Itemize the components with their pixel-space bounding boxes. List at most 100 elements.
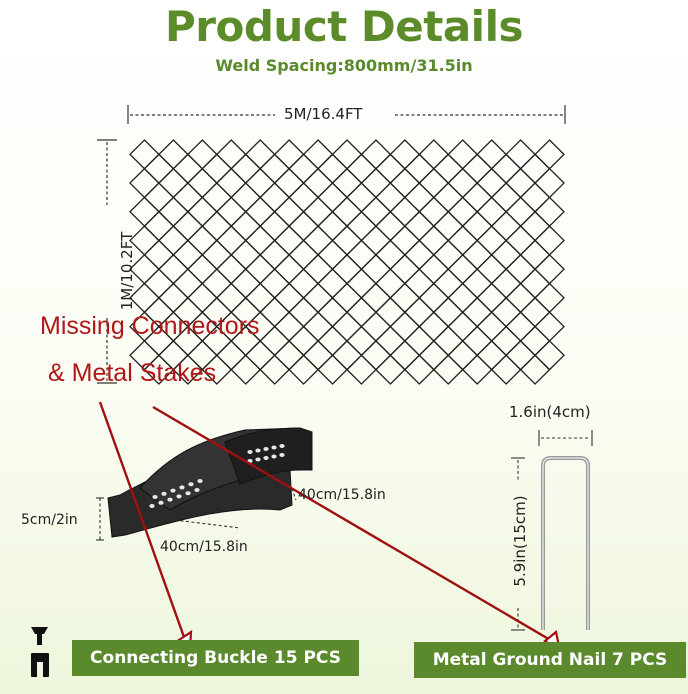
buckle-hole [149, 504, 155, 508]
mesh-cell [302, 340, 334, 371]
buckle-hole [161, 491, 167, 496]
buckle-hole [176, 494, 182, 499]
mesh-cell [346, 182, 377, 213]
mesh-cell [244, 167, 276, 199]
mesh-cell [432, 153, 464, 184]
mesh-cell [432, 268, 464, 299]
mesh-cell [186, 253, 218, 285]
mesh-cell [143, 268, 175, 299]
mesh-cell [519, 210, 551, 242]
mesh-cell [317, 153, 348, 184]
mesh-cell [158, 282, 189, 314]
mesh-cell [519, 239, 551, 271]
mesh-height-label: 1M/10.2FT [118, 231, 136, 311]
buckle-hole [279, 444, 285, 448]
mesh-cell [201, 182, 233, 213]
connector-icon [31, 627, 49, 677]
mesh-cell [302, 167, 334, 199]
buckle-hole [170, 488, 176, 493]
mesh-width-label: 5M/16.4FT [280, 105, 367, 123]
mesh-cell [519, 268, 551, 299]
mesh-cell [476, 167, 508, 199]
mesh-cell [346, 354, 377, 385]
mesh-cell [375, 325, 406, 357]
mesh-cell [244, 196, 276, 228]
mesh-cell [215, 139, 247, 170]
mesh-cell [317, 354, 348, 385]
mesh-cell [273, 196, 305, 228]
mesh-cell [519, 182, 551, 213]
mesh-cell [172, 239, 204, 271]
mesh-cell [375, 239, 406, 271]
mesh-cell [273, 167, 305, 199]
mesh-cell [461, 268, 493, 299]
mesh-cell [534, 282, 565, 314]
mesh-cell [259, 210, 291, 242]
mesh-cell [389, 139, 421, 170]
mesh-cell [447, 139, 479, 170]
mesh-cell [476, 282, 508, 314]
buckle-hole [279, 453, 285, 457]
mesh-cell [172, 210, 204, 242]
mesh-cell [317, 325, 348, 357]
mesh-cell [360, 225, 392, 256]
mesh-cell [375, 210, 406, 242]
mesh-cell [476, 311, 508, 342]
mesh-cell [375, 354, 406, 385]
mesh-cell [143, 210, 175, 242]
mesh-cell [158, 253, 189, 285]
mesh-cell [418, 340, 450, 371]
mesh-cell [505, 282, 536, 314]
mesh-cell [273, 253, 305, 285]
mesh-cell [432, 325, 464, 357]
buckle-hole [197, 479, 203, 483]
mesh-height-dimension [97, 139, 117, 384]
missing-parts-note-line2: & Metal Stakes [48, 359, 217, 387]
mesh-cell [230, 354, 262, 385]
buckle-hole [271, 445, 277, 450]
stake-dimensions [511, 430, 593, 631]
mesh-cell [534, 225, 565, 256]
buckle-hole [185, 491, 191, 496]
mesh-cell [490, 153, 522, 184]
geogrid-mesh [129, 139, 565, 385]
mesh-cell [389, 253, 421, 285]
mesh-cell [215, 282, 247, 314]
buckle-hole [179, 485, 185, 490]
buckle-length-label-bottom: 40cm/15.8in [160, 539, 248, 555]
mesh-cell [129, 167, 160, 199]
mesh-cell [273, 282, 305, 314]
mesh-cell [360, 196, 392, 228]
mesh-cell [403, 239, 435, 271]
mesh-cell [317, 182, 348, 213]
buckle-hole [255, 448, 261, 453]
mesh-cell [259, 325, 291, 357]
mesh-cell [158, 196, 189, 228]
mesh-width-dimension [127, 105, 566, 124]
mesh-cell [172, 182, 204, 213]
buckle-length-label-right: 40cm/15.8in [298, 487, 386, 503]
mesh-cell [172, 268, 204, 299]
mesh-cell [259, 239, 291, 271]
stake-height-label: 5.9in(15cm) [511, 495, 529, 587]
mesh-cell [331, 196, 363, 228]
mesh-cell [215, 196, 247, 228]
mesh-cell [186, 139, 218, 170]
mesh-cell [288, 153, 319, 184]
mesh-cell [490, 354, 522, 385]
mesh-cell [346, 268, 377, 299]
mesh-cell [201, 268, 233, 299]
mesh-cell [534, 196, 565, 228]
mesh-cell [389, 311, 421, 342]
mesh-cell [461, 239, 493, 271]
mesh-cell [302, 311, 334, 342]
mesh-cell [418, 253, 450, 285]
mesh-cell [505, 196, 536, 228]
buckle-hole [167, 497, 173, 502]
mesh-cell [259, 268, 291, 299]
mesh-cell [331, 167, 363, 199]
mesh-cell [490, 268, 522, 299]
mesh-cell [418, 167, 450, 199]
mesh-cell [403, 325, 435, 357]
